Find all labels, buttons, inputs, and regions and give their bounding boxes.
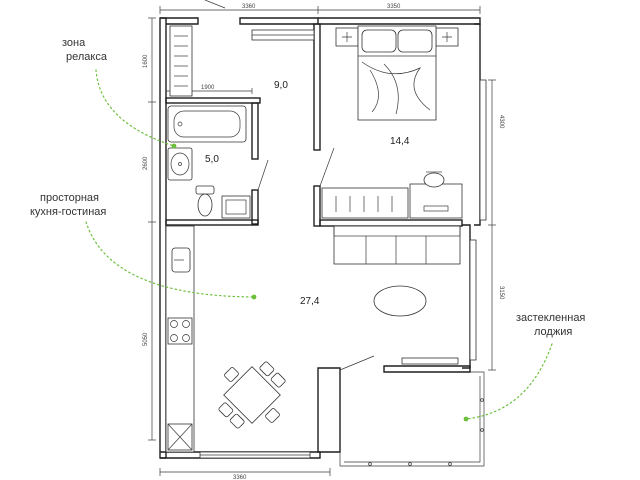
dim-right-upper: 4300 bbox=[498, 115, 504, 129]
callout-loggia-marker bbox=[463, 416, 469, 422]
dim-bath-width: 1900 bbox=[201, 85, 215, 91]
windows bbox=[199, 29, 487, 467]
dim-bottom: 3360 bbox=[233, 475, 247, 480]
callout-relax-line-1: зона bbox=[62, 37, 86, 49]
dimension-lines bbox=[148, 0, 496, 476]
area-bedroom: 14,4 bbox=[390, 136, 410, 147]
callout-living-line-2: кухня-гостиная bbox=[30, 206, 106, 218]
bathroom-fixtures bbox=[167, 105, 251, 219]
dim-left-lower: 5050 bbox=[143, 332, 149, 346]
callout-relax-line-2: релакса bbox=[66, 51, 108, 63]
area-kitchen-living: 27,4 bbox=[300, 296, 320, 307]
dim-left-upper: 1600 bbox=[143, 54, 149, 68]
callout-living-line-1: просторная bbox=[40, 192, 99, 204]
interior-walls bbox=[165, 23, 463, 371]
callout-loggia: застекленная лоджия bbox=[463, 312, 585, 422]
dim-top-right: 3350 bbox=[387, 4, 401, 10]
dim-top-left: 3360 bbox=[242, 4, 256, 10]
callout-relax-marker bbox=[171, 143, 177, 149]
callout-living-marker bbox=[251, 294, 257, 300]
living-furniture bbox=[165, 225, 461, 453]
bedroom-furniture bbox=[321, 25, 463, 219]
hall-wardrobe bbox=[169, 25, 193, 97]
dim-left-middle: 2600 bbox=[143, 156, 149, 170]
dim-right-lower: 3150 bbox=[498, 286, 504, 300]
callout-living-kitchen: просторная кухня-гостиная bbox=[30, 192, 257, 300]
callout-relax-zone: зона релакса bbox=[62, 37, 177, 149]
area-hall: 9,0 bbox=[274, 80, 288, 91]
callout-loggia-line-1: застекленная bbox=[516, 312, 585, 324]
area-bathroom: 5,0 bbox=[205, 154, 219, 165]
callout-loggia-line-2: лоджия bbox=[534, 326, 572, 338]
